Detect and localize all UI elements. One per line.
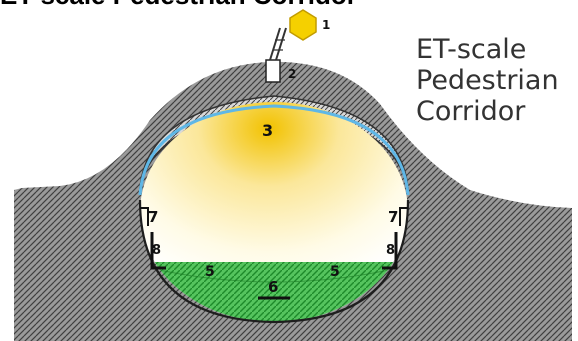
caption-line-2: Pedestrian	[416, 65, 559, 96]
label-2: 2	[288, 67, 296, 81]
label-1: 1	[322, 18, 330, 32]
label-5-left: 5	[205, 264, 215, 280]
diagram-caption: ET-scale Pedestrian Corridor	[416, 34, 559, 127]
label-3: 3	[262, 121, 273, 140]
label-5-right: 5	[330, 264, 340, 280]
label-7-right: 7	[388, 208, 398, 226]
glass-arc	[138, 104, 410, 196]
label-8-left: 8	[152, 243, 161, 258]
light-shaft	[265, 27, 287, 83]
caption-line-3: Corridor	[416, 96, 526, 127]
caption-line-1: ET-scale	[416, 34, 527, 65]
left-wall-bracket	[140, 207, 149, 226]
label-6: 6	[268, 278, 278, 296]
label-7-left: 7	[148, 208, 158, 226]
left-rail	[150, 232, 166, 270]
sun-icon	[289, 9, 317, 41]
cropped-header: ET-scale Pedestrian Corridor	[0, 0, 357, 11]
right-wall-bracket	[399, 207, 408, 226]
label-8-right: 8	[386, 243, 395, 258]
right-rail	[382, 232, 398, 270]
